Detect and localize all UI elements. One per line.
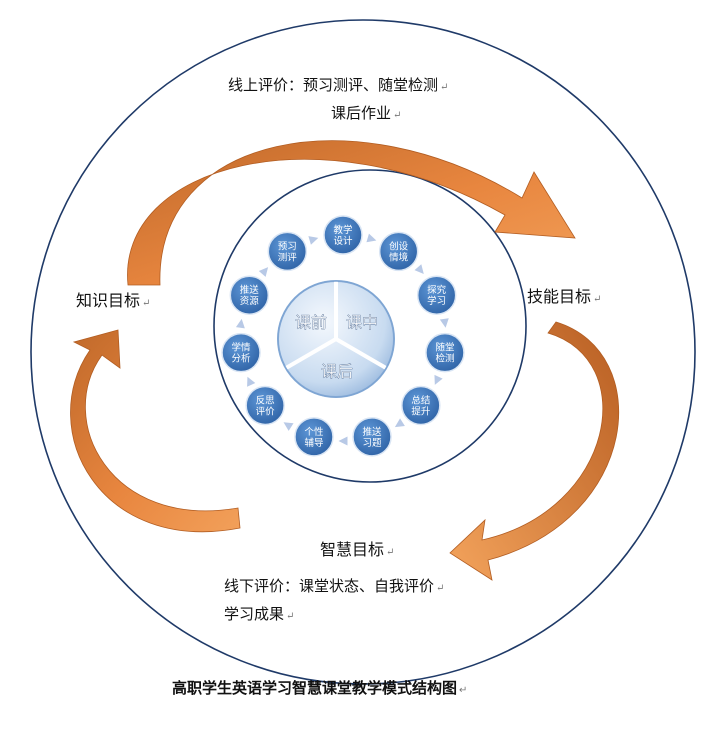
cycle-node-label-bottom: 分析 (232, 353, 252, 365)
cycle-node-circle (323, 215, 363, 255)
cycle-node-label-bottom: 设计 (333, 235, 353, 247)
online-eval-line2: 课后作业↵ (331, 104, 402, 122)
cycle-node-circle (245, 385, 285, 426)
cycle-node-label-bottom: 习题 (363, 438, 383, 449)
center-circle (277, 280, 395, 398)
cycle-node-label-bottom: 资源 (240, 296, 260, 307)
cycle-connector-arrow (247, 376, 256, 387)
cycle-connector-arrow (394, 418, 405, 428)
cycle-connector-arrow (258, 267, 269, 277)
wisdom-goal: 智慧目标↵ (320, 540, 395, 559)
skill-goal: 技能目标↵ (527, 287, 602, 306)
cycle-node-label-top: 预习 (278, 241, 297, 252)
cycle-node-label-top: 学情 (232, 342, 252, 354)
cycle-node-circle (401, 385, 441, 426)
left-arrow (70, 329, 241, 533)
cycle-node-label-top: 总结 (411, 394, 430, 406)
cycle-connector-arrow (366, 233, 377, 243)
cycle-connector-arrow (338, 436, 348, 446)
segment-after: 课后 (321, 362, 353, 381)
cycle-node-circle (352, 417, 392, 457)
cycle-node-label-bottom: 评价 (256, 406, 276, 417)
outer-ring (30, 19, 696, 685)
cycle-connector-arrow (414, 264, 424, 274)
offline-eval-line1: 线下评价：课堂状态、自我评价↵ (224, 577, 445, 595)
cycle-connector-arrow (439, 318, 449, 328)
cycle-nodes: 教学设计创设情境探究学习随堂检测总结提升推送习题个性辅导反思评价学情分析推送资源… (221, 215, 465, 457)
cycle-node-label-top: 反思 (256, 395, 276, 406)
cycle-node-label-top: 个性 (304, 426, 324, 438)
cycle-node-circle (425, 332, 465, 373)
diagram-caption: 高职学生英语学习智慧课堂教学模式结构图↵ (172, 679, 468, 697)
cycle-node: 随堂检测 (425, 332, 465, 373)
cycle-node-circle (221, 332, 261, 373)
cycle-node-circle (267, 231, 308, 272)
cycle-node-label-bottom: 测评 (278, 252, 298, 263)
cycle-node-label-bottom: 辅导 (304, 437, 323, 449)
cycle-node-label-top: 探究 (427, 284, 447, 296)
inner-ring (213, 169, 527, 483)
cycle-node-label-top: 随堂 (435, 342, 454, 354)
offline-eval-line2: 学习成果↵ (224, 605, 295, 623)
cycle-node-circle (229, 275, 270, 315)
right-arrow (449, 321, 620, 581)
cycle-connector-arrow (235, 318, 245, 329)
cycle-connector-arrow (308, 236, 319, 245)
segment-before: 课前 (295, 313, 327, 332)
cycle-node-label-bottom: 检测 (435, 353, 454, 365)
cycle-node-label-top: 教学 (333, 224, 352, 236)
cycle-node-label-bottom: 情境 (389, 251, 409, 263)
top-arrow (127, 140, 576, 286)
cycle-node: 预习测评 (267, 231, 308, 272)
knowledge-goal: 知识目标↵ (76, 291, 151, 310)
cycle-node-circle (416, 275, 457, 315)
cycle-node-label-top: 推送 (363, 426, 383, 438)
cycle-node-circle (378, 231, 419, 272)
online-eval-line1: 线上评价：预习测评、随堂检测↵ (228, 76, 449, 94)
cycle-node-circle (294, 417, 334, 457)
cycle-connector-arrow (434, 374, 443, 385)
cycle-node-label-top: 创设 (389, 240, 409, 252)
segment-during: 课中 (346, 313, 378, 332)
cycle-connector-arrow (283, 422, 294, 431)
cycle-node-label-bottom: 提升 (411, 405, 431, 417)
cycle-node-label-top: 推送 (240, 284, 260, 296)
cycle-node-label-bottom: 学习 (427, 295, 446, 307)
